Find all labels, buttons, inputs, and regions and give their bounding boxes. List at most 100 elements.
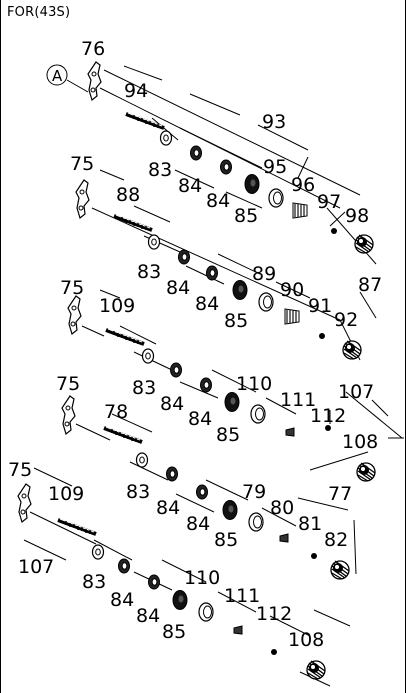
part-88-spindle	[112, 213, 154, 232]
callout-85: 85	[234, 205, 258, 227]
part-109-spindle	[104, 327, 146, 346]
callout-91: 91	[308, 295, 332, 317]
diagram-caption: FOR(43S)	[7, 5, 71, 20]
part-85-seal	[224, 392, 240, 412]
callout-84: 84	[195, 293, 219, 315]
callout-75: 75	[56, 373, 80, 395]
part-85-seal	[232, 280, 248, 300]
callout-89: 89	[252, 263, 276, 285]
part-81-ball	[311, 553, 317, 559]
part-83-washer	[147, 234, 161, 250]
part-83-washer	[141, 348, 155, 364]
part-111-cone	[233, 625, 243, 635]
callout-85: 85	[214, 529, 238, 551]
callout-111: 111	[224, 585, 260, 607]
part-92-knob	[342, 340, 362, 360]
callout-95: 95	[263, 156, 287, 178]
part-85-seal	[172, 590, 188, 610]
callout-112: 112	[256, 603, 292, 625]
callout-109: 109	[99, 295, 135, 317]
assembly-row-5: 75 109 107 83 84 84 85 110 111 112 108	[8, 459, 351, 687]
assembly-row-4: 75 78 83 84 84 85 79 80 81 82 77	[56, 373, 369, 580]
part-84-bearing	[178, 249, 190, 265]
callout-107: 107	[18, 556, 54, 578]
part-84-bearing	[170, 362, 182, 378]
callout-110: 110	[236, 373, 272, 395]
part-83-washer	[135, 452, 149, 468]
part-84-bearing	[148, 574, 160, 590]
part-112-ball	[271, 649, 277, 655]
part-84-bearing	[190, 145, 202, 161]
callout-94: 94	[124, 80, 148, 102]
part-110-ring	[250, 404, 266, 424]
callout-111: 111	[280, 389, 316, 411]
part-80-cone	[279, 533, 289, 543]
part-75-lever	[75, 179, 90, 219]
callout-109: 109	[48, 483, 84, 505]
callout-75: 75	[70, 153, 94, 175]
callout-87: 87	[358, 274, 382, 296]
callout-76: 76	[81, 38, 105, 60]
part-84-bearing	[200, 377, 212, 393]
part-84-bearing	[220, 159, 232, 175]
part-83-washer	[91, 544, 105, 560]
callout-79: 79	[242, 481, 266, 503]
part-89-ring	[258, 292, 274, 312]
callout-84: 84	[136, 605, 160, 627]
callout-98: 98	[345, 205, 369, 227]
callout-97: 97	[317, 191, 341, 213]
callout-90: 90	[280, 279, 304, 301]
part-108-knob	[306, 660, 326, 680]
callout-84: 84	[160, 393, 184, 415]
callout-83: 83	[126, 481, 150, 503]
part-85-seal	[222, 500, 238, 520]
callout-112: 112	[310, 405, 346, 427]
assembly-row-1: A 76 94 93 83 84 84 85 95 96 97 98	[46, 38, 377, 265]
callout-83: 83	[132, 377, 156, 399]
part-75-lever	[61, 395, 76, 435]
part-82-knob	[330, 560, 350, 580]
callout-85: 85	[162, 621, 186, 643]
part-111-cone	[285, 427, 295, 437]
callout-96: 96	[291, 174, 315, 196]
part-91-ball	[319, 333, 325, 339]
callout-92: 92	[334, 309, 358, 331]
part-79-ring	[248, 512, 264, 532]
view-marker-label: A	[52, 67, 63, 85]
part-90-spring	[284, 308, 300, 325]
callout-75: 75	[8, 459, 32, 481]
callout-93: 93	[262, 111, 286, 133]
callout-77: 77	[328, 483, 352, 505]
part-76-lever	[87, 61, 102, 101]
callout-84: 84	[188, 408, 212, 430]
part-108-knob	[356, 462, 376, 482]
callout-108: 108	[342, 431, 378, 453]
part-84-bearing	[166, 466, 178, 482]
assembly-row-2: 75 88 83 84 84 85 89 90 91 92 87	[70, 153, 382, 361]
callout-108: 108	[288, 629, 324, 651]
part-94-spindle	[124, 111, 166, 130]
callout-80: 80	[270, 497, 294, 519]
part-96-spring	[292, 202, 308, 219]
part-75-lever	[17, 483, 32, 523]
part-109-spindle	[56, 517, 98, 536]
part-110-ring	[198, 602, 214, 622]
part-84-bearing	[196, 484, 208, 500]
part-84-bearing	[206, 265, 218, 281]
callout-107: 107	[338, 381, 374, 403]
callout-75: 75	[60, 277, 84, 299]
part-95-ring	[268, 188, 284, 208]
part-85-seal	[244, 174, 260, 194]
callout-83: 83	[148, 159, 172, 181]
callout-84: 84	[178, 175, 202, 197]
callout-84: 84	[206, 190, 230, 212]
part-75-lever	[67, 295, 82, 335]
callout-110: 110	[184, 567, 220, 589]
callout-83: 83	[137, 261, 161, 283]
callout-83: 83	[82, 571, 106, 593]
callout-84: 84	[186, 513, 210, 535]
callout-84: 84	[156, 497, 180, 519]
callout-84: 84	[110, 589, 134, 611]
callout-88: 88	[116, 184, 140, 206]
